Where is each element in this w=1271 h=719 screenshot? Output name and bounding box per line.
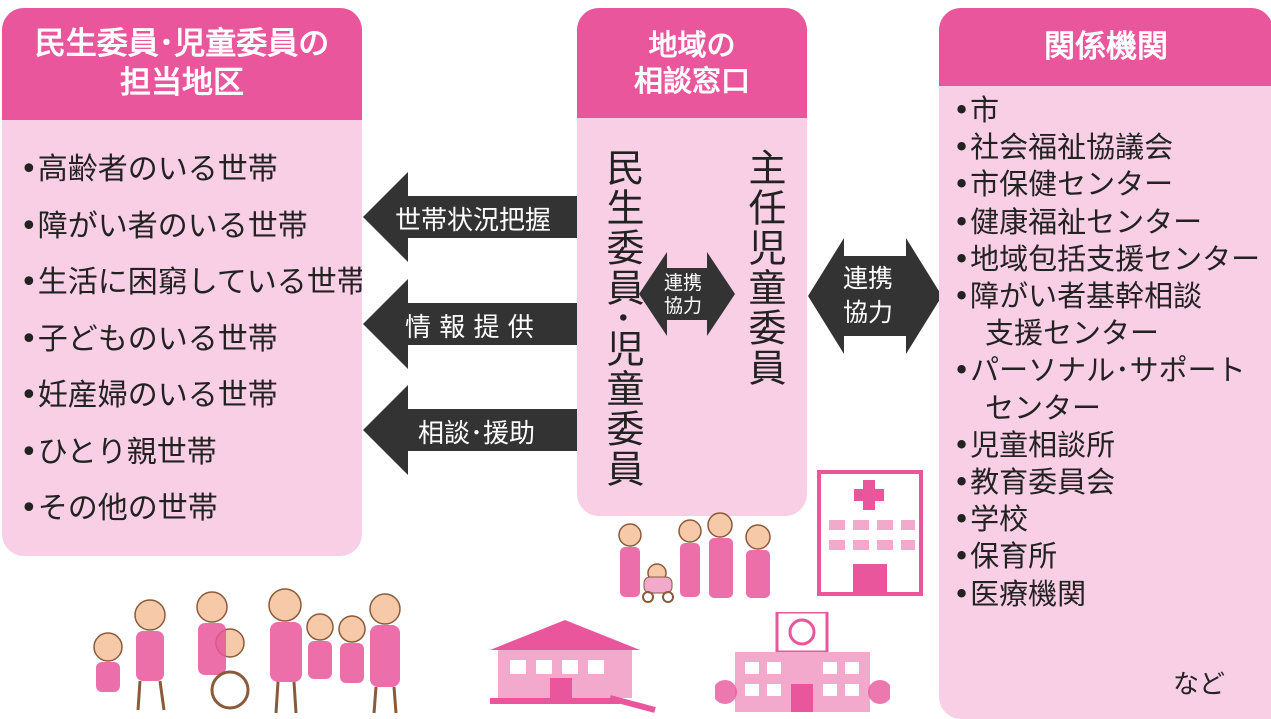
household-item: •生活に困窮している世帯 (20, 265, 362, 300)
agency-item: •社会福祉協議会 (953, 129, 1271, 166)
inner-arrow-line2: 協力 (664, 294, 703, 317)
agency-item-text: •保育所 (953, 539, 1058, 574)
household-item: •妊産婦のいる世帯 (20, 378, 278, 413)
agencies-etc-suffix: など (1172, 670, 1225, 700)
chief-child-commissioner-label: 主任児童委員 (742, 148, 786, 388)
agency-item: •市 (953, 92, 1271, 129)
left-arrow-2 (363, 279, 578, 369)
right-arrow-line2: 協力 (843, 297, 894, 327)
agency-item: •教育委員会 (953, 464, 1271, 501)
right-arrow-line1: 連携 (843, 264, 894, 293)
community-people-illustration (618, 512, 771, 603)
district-title-line1: 民生委員･児童委員の (34, 26, 330, 63)
related-agencies-header: 関係機関 (939, 8, 1271, 86)
local-consultation-panel: 地域の 相談窓口 民生委員･児童委員 主任児童委員 連携 協力 (577, 8, 807, 516)
agency-item: •保育所 (953, 538, 1271, 575)
agency-item-text: •市保健センター (953, 167, 1174, 202)
agency-item: •地域包括支援センター (953, 241, 1271, 278)
right-arrow-label: 連携 協力 (843, 262, 893, 330)
household-item: •ひとり親世帯 (20, 434, 217, 470)
inner-arrow-line1: 連携 (664, 272, 703, 294)
agency-item-text: •障がい者基幹相談 (953, 279, 1203, 314)
family-illustration (93, 588, 401, 714)
related-agencies-panel: 関係機関 •市 •社会福祉協議会 •市保健センター •健康福祉センター •地域包… (939, 8, 1271, 719)
household-list: •高齢者のいる世帯 •障がい者のいる世帯 •生活に困窮している世帯 •子どものい… (20, 142, 362, 538)
right-double-arrow (808, 238, 942, 354)
nursery-school-illustration (490, 620, 656, 713)
district-panel-header: 民生委員･児童委員の 担当地区 (2, 8, 362, 120)
arrow-label-household-status: 世帯状況把握 (395, 206, 552, 236)
agency-item-continuation: センター (985, 390, 1102, 425)
agency-item: •市保健センター (953, 166, 1271, 203)
district-panel: 民生委員･児童委員の 担当地区 •高齢者のいる世帯 •障がい者のいる世帯 •生活… (2, 8, 362, 556)
agency-item-text: •教育委員会 (953, 465, 1116, 500)
agency-item: •学校 (953, 501, 1271, 538)
center-title-line1: 地域の (648, 27, 736, 62)
agency-list: •市 •社会福祉協議会 •市保健センター •健康福祉センター •地域包括支援セン… (953, 92, 1271, 613)
agency-item-text: •パーソナル･サポート (953, 353, 1246, 388)
household-item: •子どものいる世帯 (20, 321, 278, 357)
agency-item-continuation: 支援センター (985, 316, 1160, 351)
inner-arrow-label: 連携 協力 (664, 272, 702, 318)
school-illustration (715, 612, 890, 712)
left-arrow-3 (363, 385, 578, 475)
agency-item: •障がい者基幹相談支援センター (953, 278, 1271, 352)
commissioner-label: 民生委員･児童委員 (600, 148, 644, 490)
district-title-line2: 担当地区 (120, 65, 244, 101)
agency-item: •医療機関 (953, 576, 1271, 613)
agencies-title: 関係機関 (1044, 28, 1168, 65)
arrow-label-consultation: 相談･援助 (418, 419, 536, 449)
local-consultation-header: 地域の 相談窓口 (577, 8, 807, 118)
agency-item: •健康福祉センター (953, 204, 1271, 241)
agency-item: •パーソナル･サポートセンター (953, 352, 1271, 426)
agency-item-text: •児童相談所 (953, 427, 1116, 462)
household-item: •高齢者のいる世帯 (20, 152, 278, 187)
agency-item-text: •地域包括支援センター (953, 241, 1261, 276)
arrow-label-information: 情 報 提 供 (405, 313, 534, 343)
hospital-illustration (817, 470, 923, 596)
agency-item-text: •社会福祉協議会 (953, 130, 1174, 165)
agency-item-text: •学校 (953, 502, 1029, 537)
household-item: •その他の世帯 (20, 491, 218, 526)
center-title-line2: 相談窓口 (633, 64, 750, 98)
agency-item-text: •医療機関 (953, 576, 1087, 611)
agency-item-text: •健康福祉センター (953, 204, 1203, 239)
inner-double-arrow (639, 252, 735, 336)
household-item: •障がい者のいる世帯 (20, 208, 308, 244)
left-arrow-1 (363, 172, 578, 262)
agency-item-text: •市 (953, 93, 1000, 127)
agency-item: •児童相談所 (953, 427, 1271, 464)
